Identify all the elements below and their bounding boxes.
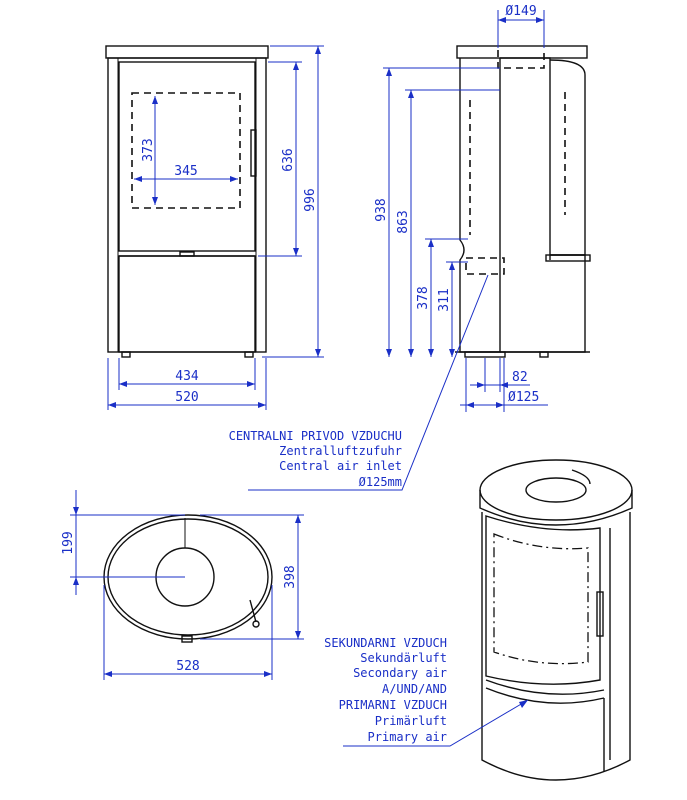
dim-345: 345 (174, 164, 197, 179)
iso-door (485, 515, 601, 685)
side-door-profile (549, 59, 586, 256)
front-top-plate (105, 45, 269, 59)
dim-82: 82 (512, 370, 528, 385)
side-top-plate (456, 45, 588, 59)
note-air-line5: PRIMARNI VZDUCH (339, 698, 447, 712)
front-view: 373 345 636 996 434 520 (105, 45, 324, 410)
dim-378: 378 (416, 286, 431, 309)
dim-199: 199 (61, 531, 76, 554)
iso-body (481, 512, 631, 781)
isometric-view (343, 459, 633, 781)
dim-125: Ø125 (508, 390, 539, 405)
central-air-leader (248, 274, 489, 491)
iso-glass-outline (493, 533, 589, 665)
front-glass-outline (131, 92, 241, 209)
air-note: SEKUNDARNI VZDUCH Sekundärluft Secondary… (324, 636, 447, 744)
dim-149: Ø149 (505, 4, 536, 19)
top-view: 199 398 528 (61, 490, 304, 680)
dim-434: 434 (175, 369, 199, 384)
note-air-line3: Secondary air (353, 666, 447, 680)
dim-636: 636 (281, 148, 296, 171)
central-air-note: CENTRALNI PRIVOD VZDUCHU Zentralluftzufu… (229, 429, 402, 489)
front-door (118, 61, 256, 252)
note-air-line1: SEKUNDARNI VZDUCH (324, 636, 447, 650)
iso-handle (596, 591, 604, 637)
dim-528: 528 (176, 659, 199, 674)
door-handle (250, 129, 257, 177)
side-body-back (459, 58, 501, 353)
note-central-line4: Ø125mm (359, 475, 402, 489)
air-inlet-outline (465, 257, 505, 275)
iso-top-plate (479, 459, 633, 521)
dim-373: 373 (141, 138, 156, 161)
iso-flue-circle (525, 477, 587, 503)
dim-398: 398 (283, 565, 298, 588)
side-view: Ø149 938 863 378 311 82 (248, 4, 591, 491)
note-central-line3: Central air inlet (279, 459, 402, 473)
note-air-line2: Sekundärluft (360, 651, 447, 665)
flue-outlet-outline (497, 50, 545, 69)
dim-996: 996 (303, 188, 318, 211)
dim-520: 520 (175, 390, 198, 405)
ash-compartment (118, 255, 256, 353)
dim-863: 863 (396, 210, 411, 233)
air-leader (343, 699, 529, 747)
dim-311: 311 (437, 288, 452, 311)
note-central-line1: CENTRALNI PRIVOD VZDUCHU (229, 429, 402, 443)
note-air-line4: A/UND/AND (382, 682, 447, 696)
dim-938: 938 (374, 198, 389, 221)
note-air-line7: Primary air (368, 730, 447, 744)
note-central-line2: Zentralluftzufuhr (279, 444, 402, 458)
note-air-line6: Primärluft (375, 714, 447, 728)
